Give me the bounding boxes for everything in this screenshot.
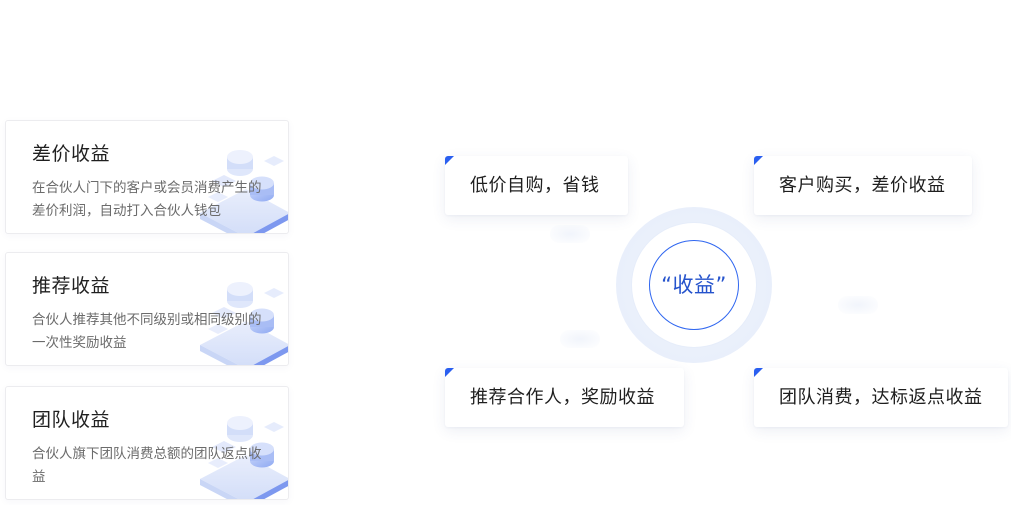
corner-triangle-icon	[754, 156, 763, 165]
feature-card-team: 团队收益 合伙人旗下团队消费总额的团队返点收益	[5, 386, 289, 500]
feature-card-desc: 在合伙人门下的客户或会员消费产生的差价利润，自动打入合伙人钱包	[32, 180, 262, 219]
feature-card-title: 团队收益	[32, 409, 111, 431]
benefit-label: 客户购买，差价收益	[779, 175, 946, 196]
corner-triangle-icon	[754, 368, 763, 377]
benefit-label: 推荐合作人，奖励收益	[470, 387, 655, 408]
benefit-card-customer-purchase: 客户购买，差价收益	[754, 156, 972, 215]
isometric-data-stack-icon	[200, 282, 288, 365]
decorative-glow	[560, 330, 600, 348]
benefit-label: 低价自购，省钱	[470, 175, 600, 196]
isometric-data-stack-icon	[200, 150, 288, 233]
center-label: “收益”	[661, 273, 727, 297]
benefit-card-referral: 推荐合作人，奖励收益	[445, 368, 684, 427]
benefit-card-team-rebate: 团队消费，达标返点收益	[754, 368, 1008, 427]
decorative-glow	[550, 225, 590, 243]
feature-card-desc: 合伙人旗下团队消费总额的团队返点收益	[32, 446, 262, 485]
corner-triangle-icon	[445, 368, 454, 377]
feature-card-desc: 合伙人推荐其他不同级别或相同级别的一次性奖励收益	[32, 312, 262, 351]
benefit-label: 团队消费，达标返点收益	[779, 387, 983, 408]
feature-card-title: 差价收益	[32, 143, 111, 165]
feature-card-price-diff: 差价收益 在合伙人门下的客户或会员消费产生的差价利润，自动打入合伙人钱包	[5, 120, 289, 234]
corner-triangle-icon	[445, 156, 454, 165]
feature-card-referral: 推荐收益 合伙人推荐其他不同级别或相同级别的一次性奖励收益	[5, 252, 289, 366]
decorative-glow	[838, 296, 878, 314]
benefit-card-self-purchase: 低价自购，省钱	[445, 156, 628, 215]
feature-card-title: 推荐收益	[32, 275, 111, 297]
center-circle	[649, 240, 739, 330]
isometric-data-stack-icon	[200, 416, 288, 499]
